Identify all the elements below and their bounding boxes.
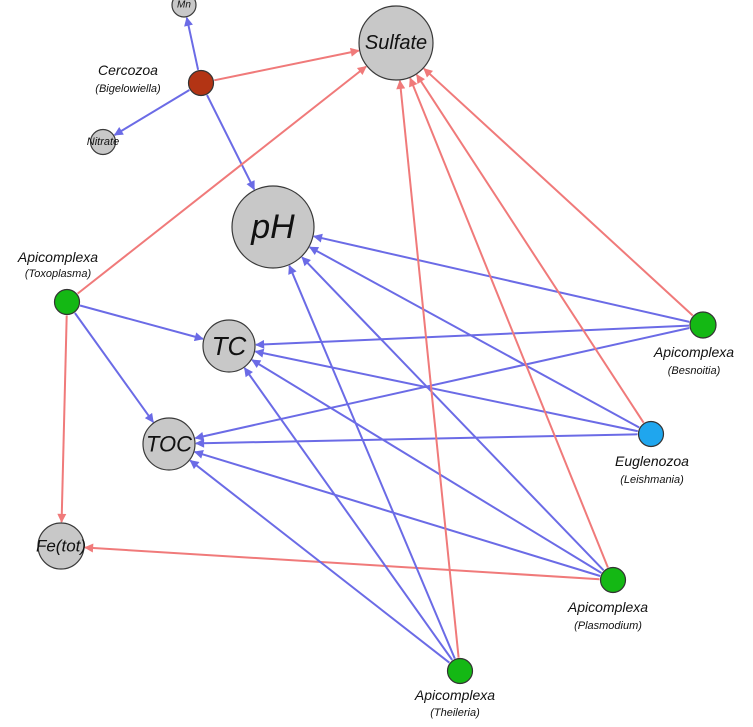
edge-toxoplasma-to-tc-negative: [79, 304, 204, 342]
edge-cercozoa-to-ph-negative: [206, 94, 256, 191]
edge-theileria-to-ph-negative: [288, 264, 456, 659]
node-label-fe: Fe(tot): [36, 537, 86, 556]
edge-besnoitia-to-sulfate-positive: [423, 67, 694, 317]
edge-leishmania-to-tc-negative: [254, 348, 639, 433]
taxon-node-leishmania: [637, 420, 665, 448]
node-label-tc: TC: [212, 331, 247, 361]
edge-leishmania-to-ph-negative: [309, 246, 640, 429]
taxon-node-toxoplasma: [53, 288, 81, 316]
edge-cercozoa-to-mn-negative: [184, 16, 200, 71]
edges-layer: [57, 16, 694, 664]
taxon-node-besnoitia: [689, 311, 717, 339]
taxon-genus-cercozoa: (Bigelowiella): [95, 83, 161, 95]
taxon-name-leishmania: Euglenozoa: [615, 453, 689, 469]
edge-besnoitia-to-ph-negative: [313, 233, 690, 323]
edge-cercozoa-to-nitrate-negative: [113, 89, 190, 136]
taxon-name-plasmodium: Apicomplexa: [567, 599, 648, 615]
edge-theileria-to-toc-negative: [189, 459, 451, 664]
edge-toxoplasma-to-toc-negative: [74, 312, 155, 423]
edge-plasmodium-to-toc-negative: [193, 449, 601, 577]
node-nitrate: [89, 128, 117, 156]
taxon-genus-theileria: (Theileria): [430, 707, 480, 719]
taxon-genus-plasmodium: (Plasmodium): [574, 620, 642, 632]
taxon-node-plasmodium: [599, 566, 627, 594]
edge-toxoplasma-to-fe-positive: [57, 315, 68, 523]
node-toc: [142, 417, 196, 471]
node-fe: [37, 522, 85, 570]
taxon-genus-leishmania: (Leishmania): [620, 474, 684, 486]
edge-theileria-to-sulfate-positive: [396, 79, 460, 658]
edge-plasmodium-to-fe-positive: [84, 543, 600, 581]
edge-theileria-to-tc-negative: [243, 367, 454, 661]
node-mn: [171, 0, 197, 18]
node-label-mn: Mn: [177, 0, 191, 11]
taxon-name-theileria: Apicomplexa: [414, 687, 495, 703]
node-label-nitrate: Nitrate: [87, 136, 119, 148]
edge-cercozoa-to-sulfate-positive: [213, 47, 360, 82]
node-label-sulfate: Sulfate: [365, 32, 427, 54]
taxon-name-besnoitia: Apicomplexa: [653, 344, 734, 360]
taxon-genus-besnoitia: (Besnoitia): [668, 365, 721, 377]
edge-plasmodium-to-ph-negative: [301, 256, 605, 571]
node-ph: [231, 185, 315, 269]
taxon-genus-toxoplasma: (Toxoplasma): [25, 268, 92, 280]
edge-besnoitia-to-toc-negative: [194, 327, 690, 441]
node-label-ph: pH: [250, 208, 295, 246]
nodes-layer: [37, 0, 717, 685]
node-tc: [202, 319, 256, 373]
edge-leishmania-to-toc-negative: [195, 433, 638, 448]
taxon-node-theileria: [446, 657, 474, 685]
taxon-node-cercozoa: [187, 69, 215, 97]
edge-plasmodium-to-tc-negative: [251, 359, 603, 574]
taxon-name-toxoplasma: Apicomplexa: [17, 249, 98, 265]
edge-toxoplasma-to-sulfate-positive: [76, 65, 367, 295]
node-sulfate: [358, 5, 434, 81]
edge-plasmodium-to-sulfate-positive: [409, 77, 609, 568]
edge-leishmania-to-sulfate-positive: [415, 74, 645, 424]
taxon-name-cercozoa: Cercozoa: [98, 62, 158, 78]
node-label-toc: TOC: [146, 432, 192, 457]
